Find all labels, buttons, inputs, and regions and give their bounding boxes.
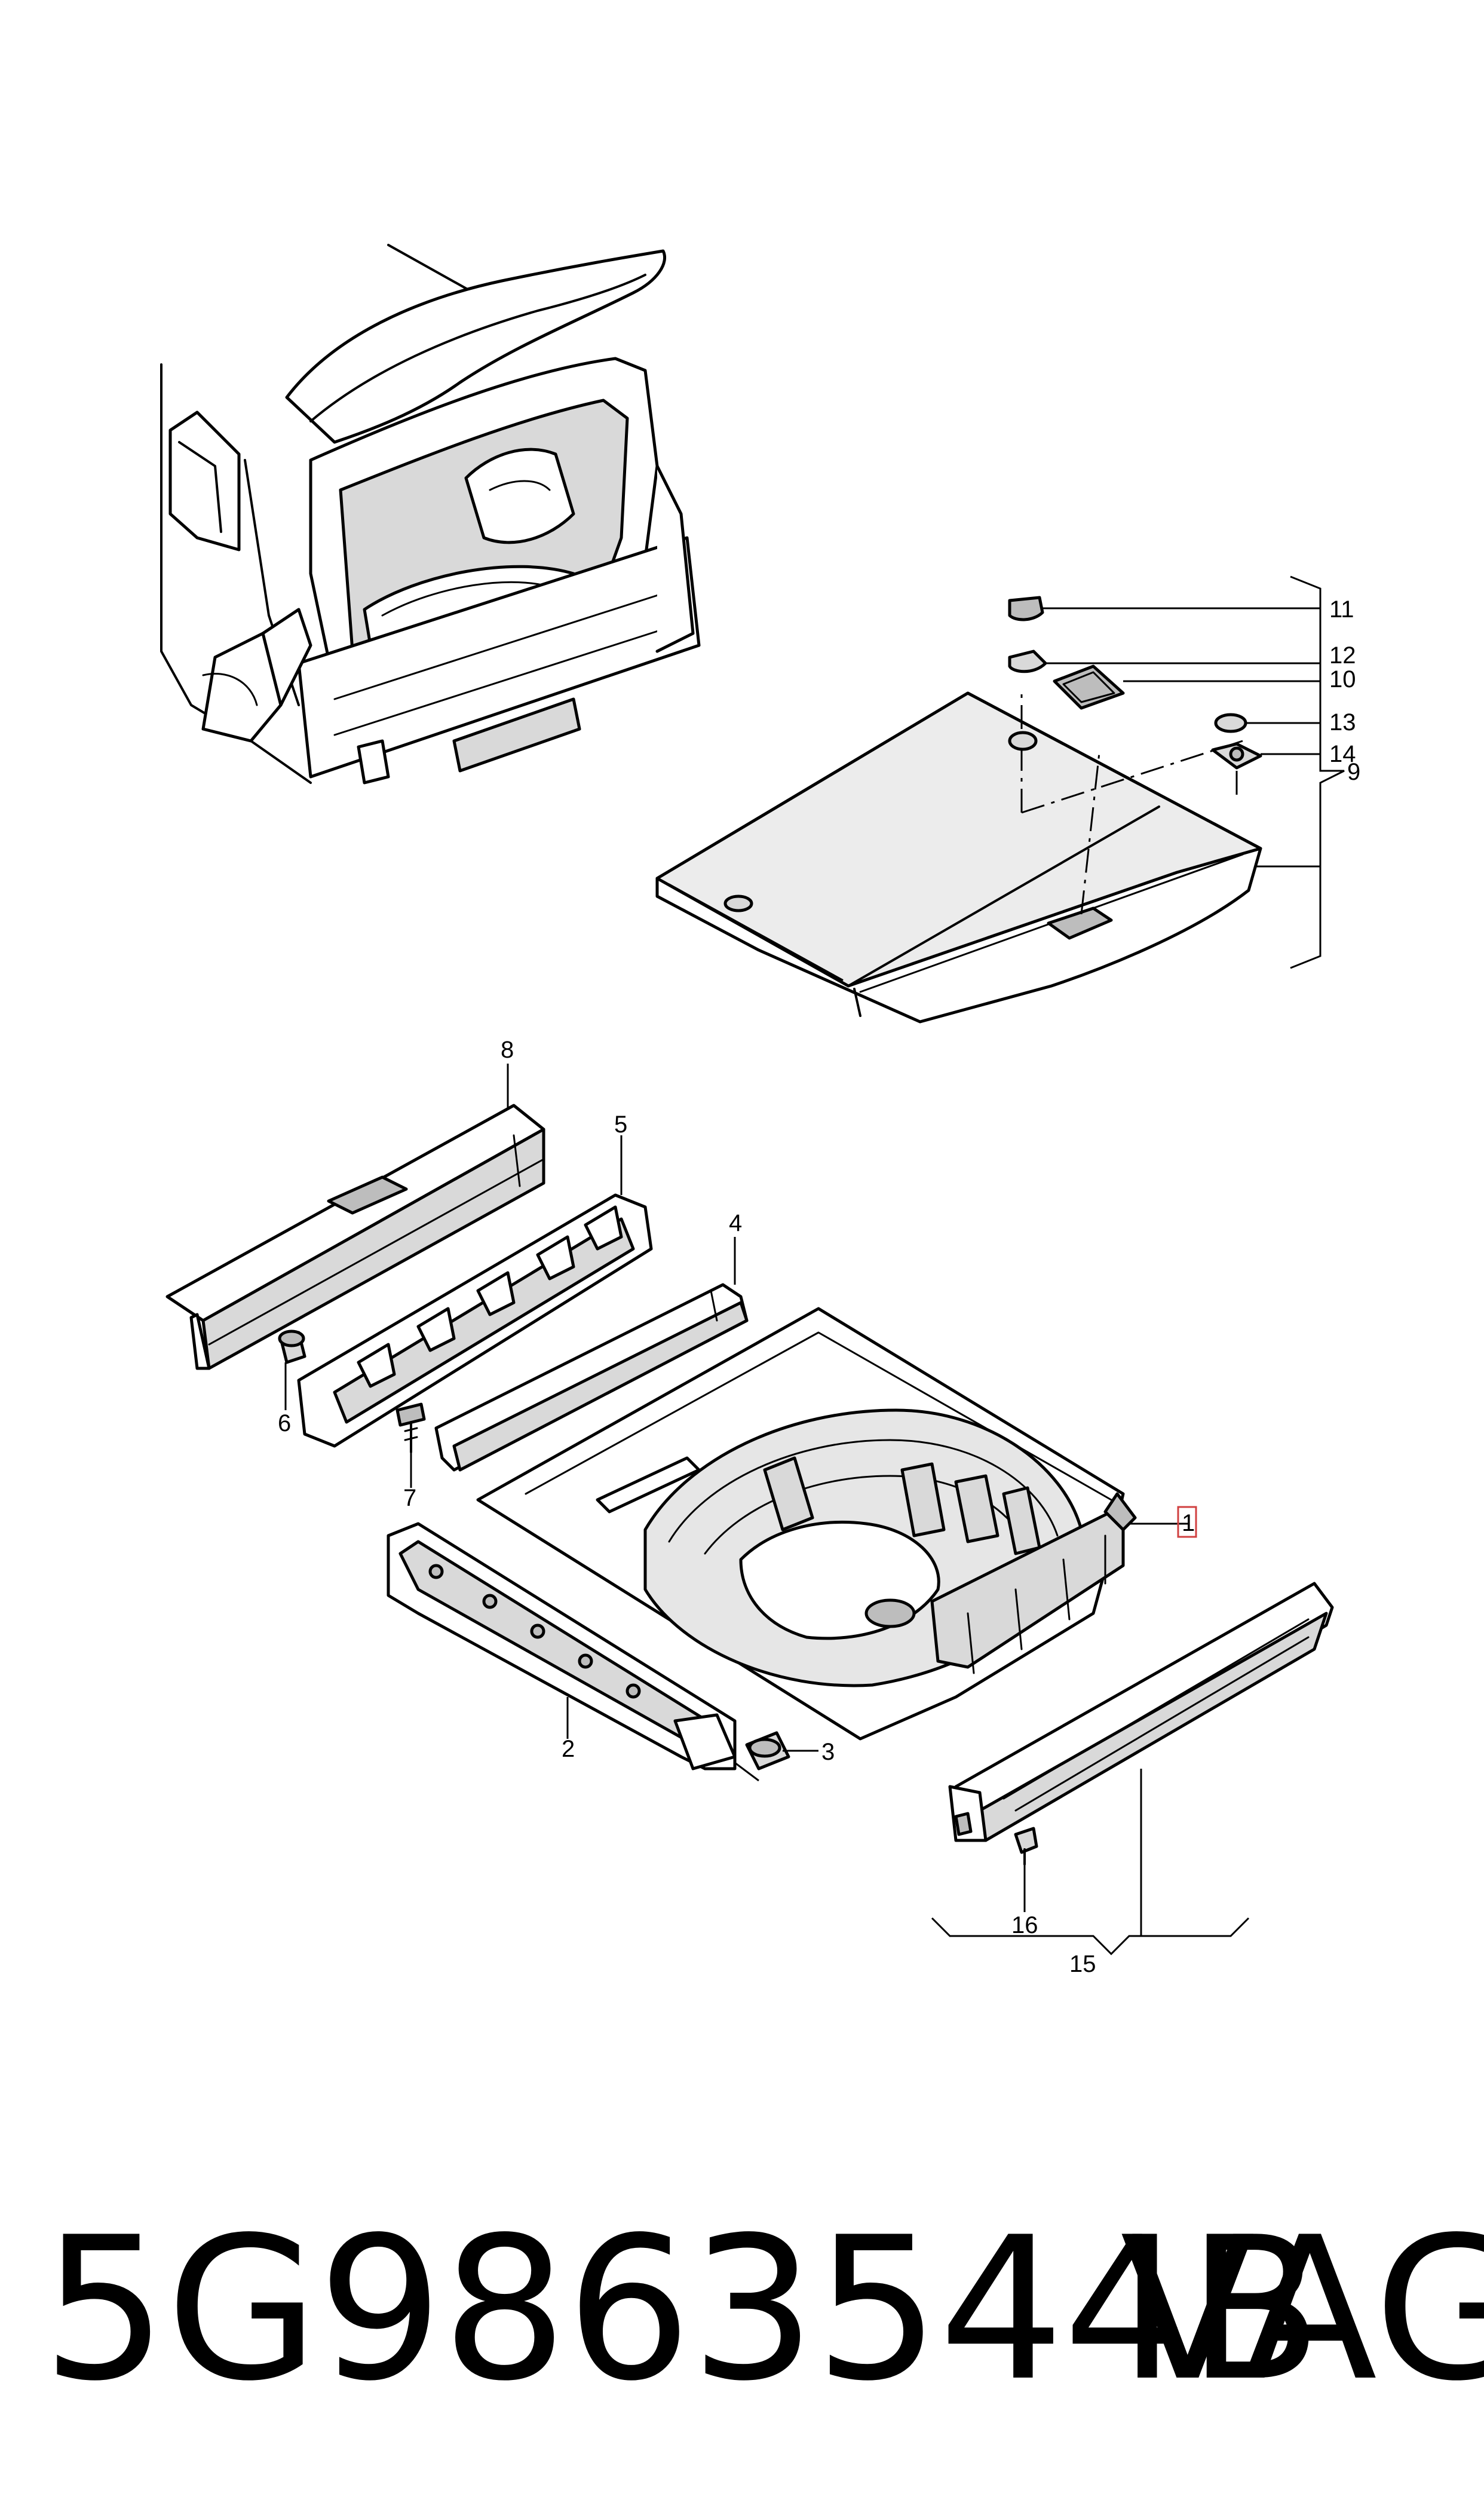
callout-9: 9 — [1347, 759, 1360, 785]
callout-16: 16 — [1011, 1912, 1038, 1938]
part-trunk-floor-1 — [476, 1307, 1137, 1741]
callout-4: 4 — [729, 1210, 742, 1236]
part-bracket-2 — [387, 1522, 737, 1770]
callout-12: 12 — [1329, 642, 1356, 669]
part-clip-3 — [745, 1731, 790, 1770]
callout-6: 6 — [278, 1410, 291, 1436]
callout-3: 3 — [821, 1739, 835, 1765]
part-clip-6 — [278, 1330, 306, 1364]
callout-10: 10 — [1329, 666, 1356, 693]
callouts: 1 2 3 4 5 6 7 8 9 10 11 12 13 14 15 16 — [278, 596, 1360, 1977]
callout-15: 15 — [1069, 1951, 1096, 1977]
floor-cover-assembly — [655, 596, 1262, 1024]
callout-11: 11 — [1329, 596, 1354, 623]
callout-14: 14 — [1329, 741, 1356, 767]
part-bracket-5 — [297, 1193, 653, 1448]
vehicle-rear-overview — [160, 244, 701, 785]
callout-8: 8 — [501, 1037, 514, 1063]
part-number: 5G9863544B — [42, 2195, 1323, 2424]
callout-5: 5 — [614, 1111, 627, 1138]
callout-1: 1 — [1182, 1510, 1195, 1536]
part-screw-7 — [395, 1402, 426, 1453]
part-clip-16 — [1014, 1827, 1038, 1865]
callout-2: 2 — [562, 1736, 575, 1762]
callout-13: 13 — [1329, 709, 1356, 736]
callout-7: 7 — [403, 1485, 416, 1511]
brand-label: VAG — [1120, 2195, 1484, 2424]
part-sill-trim-15 — [948, 1582, 1334, 1842]
part-crossmember-4 — [434, 1283, 749, 1472]
part-rail-8 — [165, 1104, 545, 1370]
callout-1-box — [1177, 1506, 1197, 1538]
leader-lines — [284, 575, 1345, 1956]
